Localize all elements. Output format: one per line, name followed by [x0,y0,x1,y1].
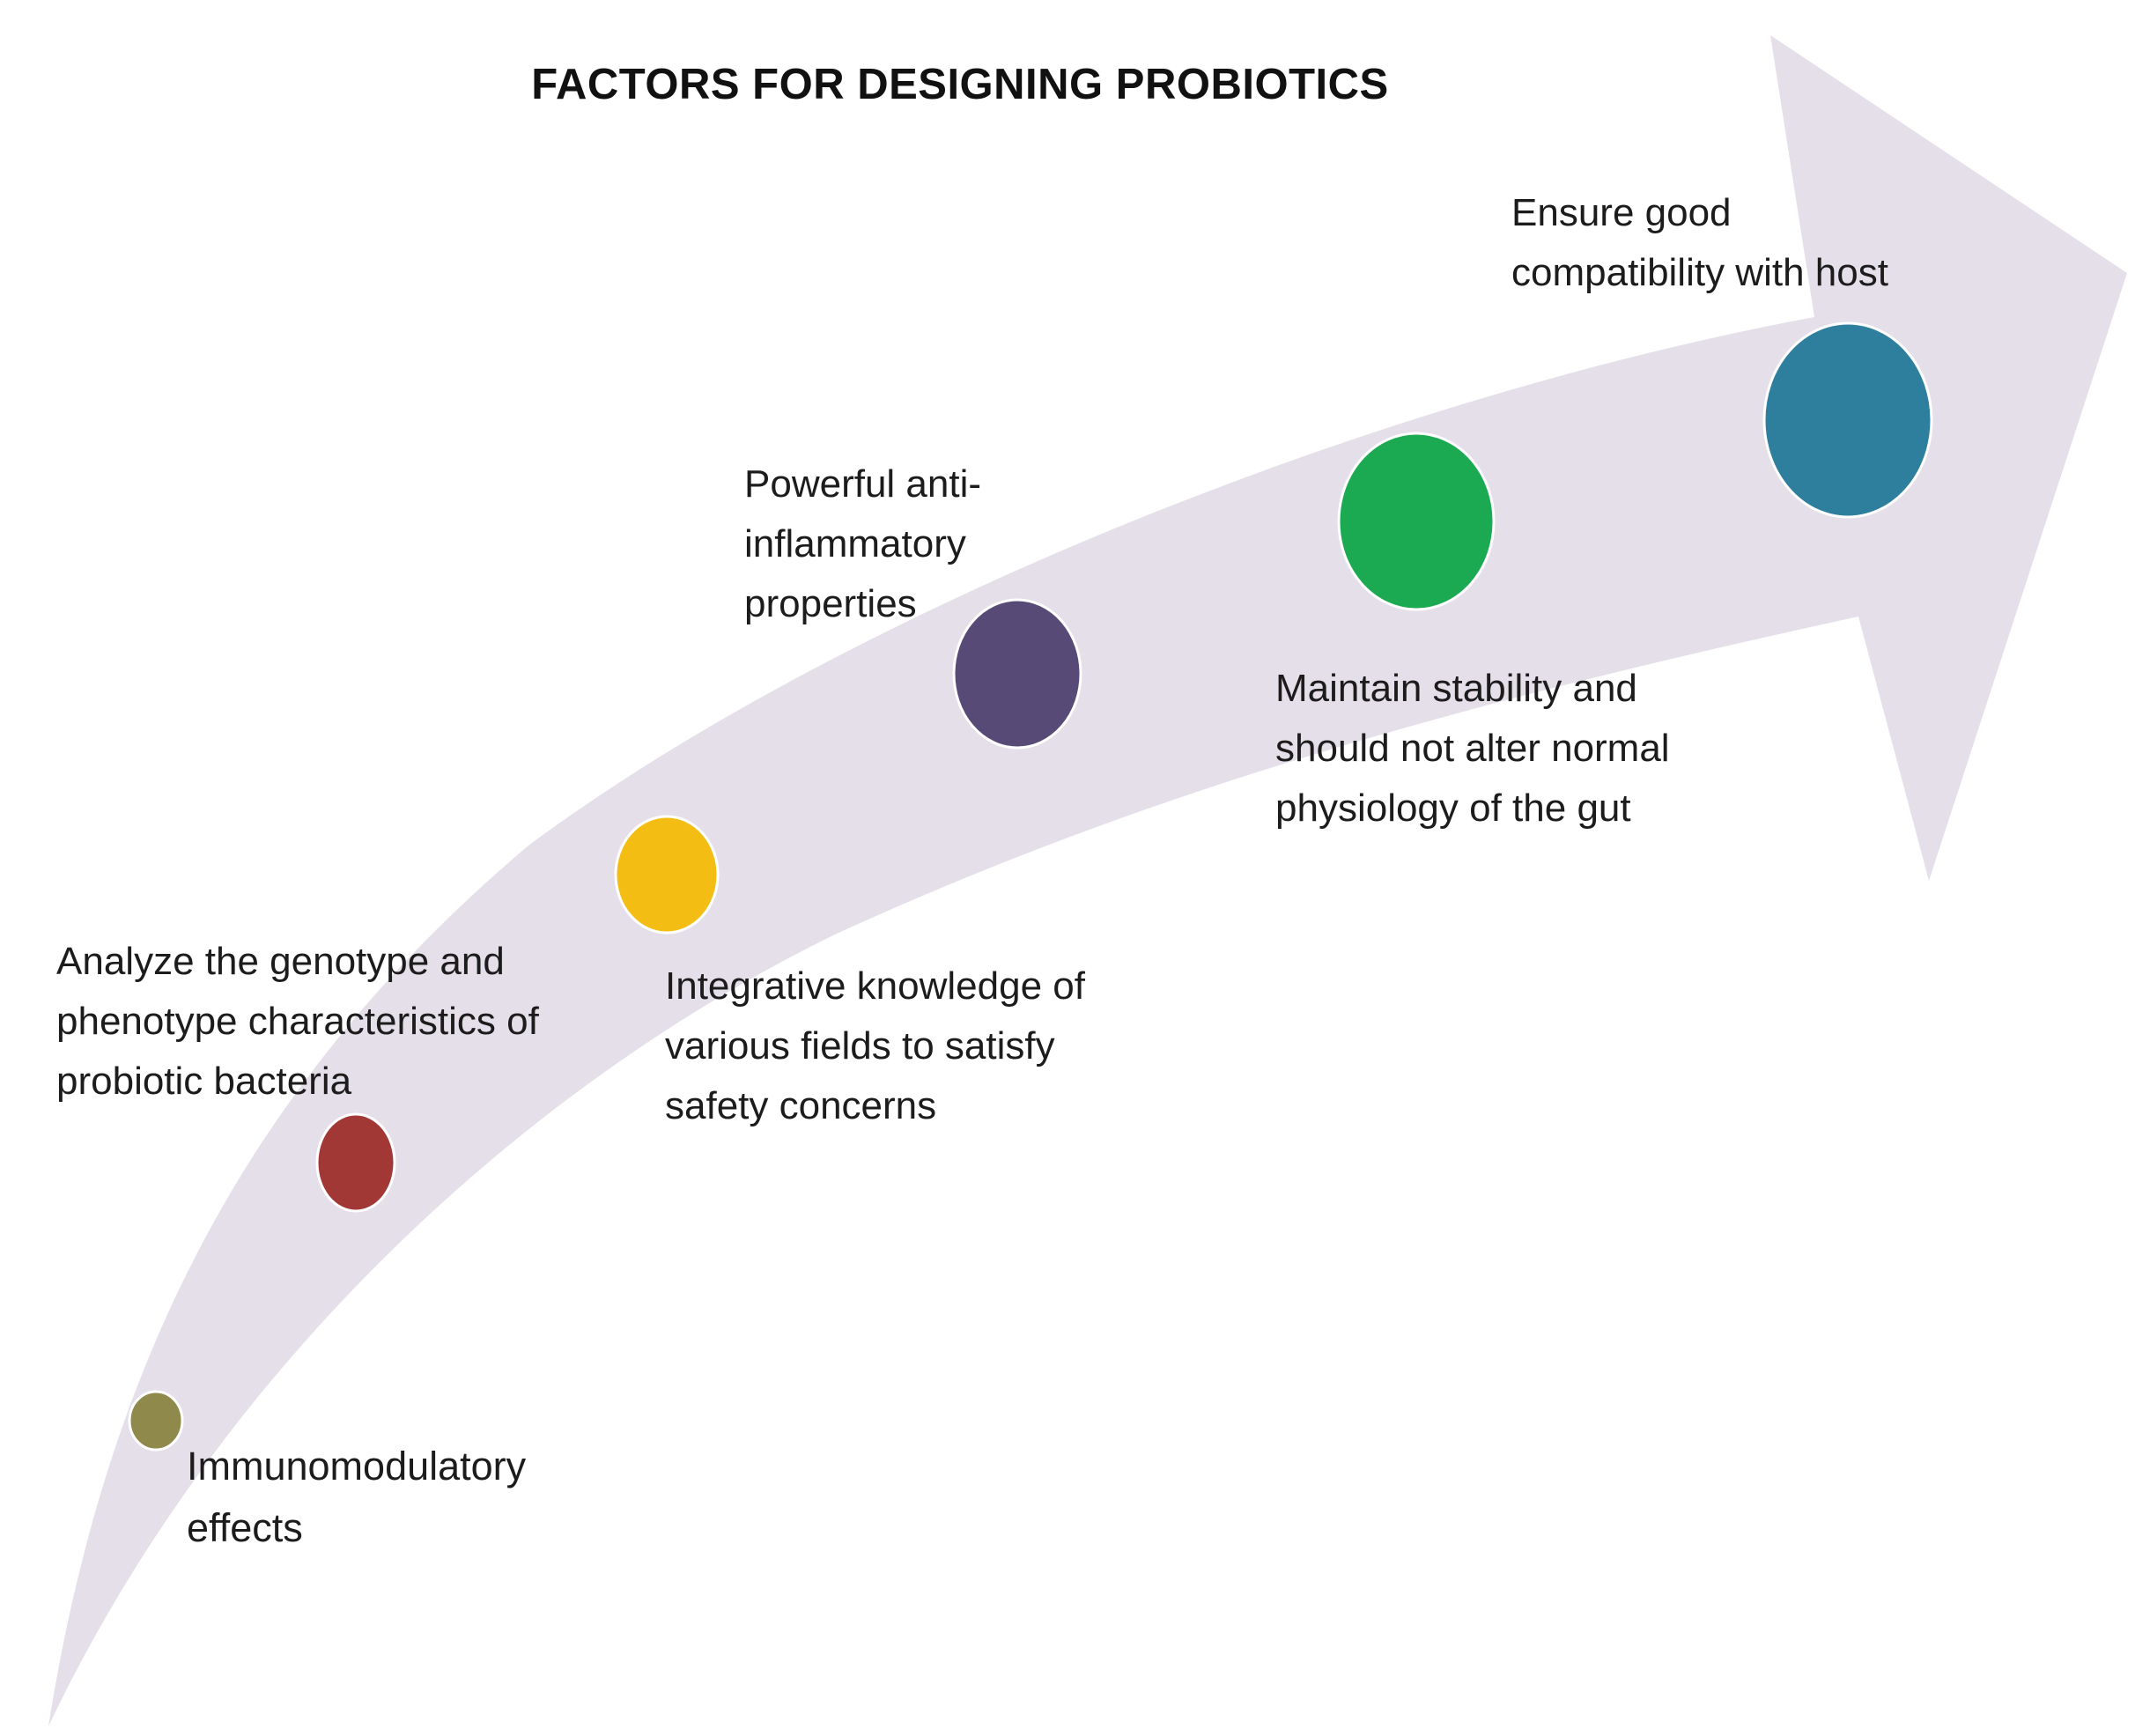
step-label-maintain-stability: Maintain stability and should not alter … [1275,667,1670,831]
diagram-title: FACTORS FOR DESIGNING PROBIOTICS [531,61,1389,108]
step-label-host-compatibility: Ensure good compatibility with host [1511,191,1888,295]
step-marker-anti-inflammatory [952,598,1082,750]
step-label-anti-inflammatory: Powerful anti- inflammatory properties [744,462,982,626]
step-marker-maintain-stability [1337,432,1496,611]
step-label-integrative-knowledge: Integrative knowledge of various fields … [665,964,1085,1128]
flow-arrow [48,35,2127,1726]
step-marker-host-compatibility [1762,321,1933,519]
step-marker-integrative-knowledge [614,815,720,934]
step-label-analyze-genotype: Analyze the genotype and phenotype chara… [56,940,539,1104]
step-label-immunomodulatory-effects: Immunomodulatory effects [187,1444,527,1550]
step-marker-analyze-genotype [315,1112,396,1213]
step-marker-immunomodulatory-effects [128,1390,184,1452]
